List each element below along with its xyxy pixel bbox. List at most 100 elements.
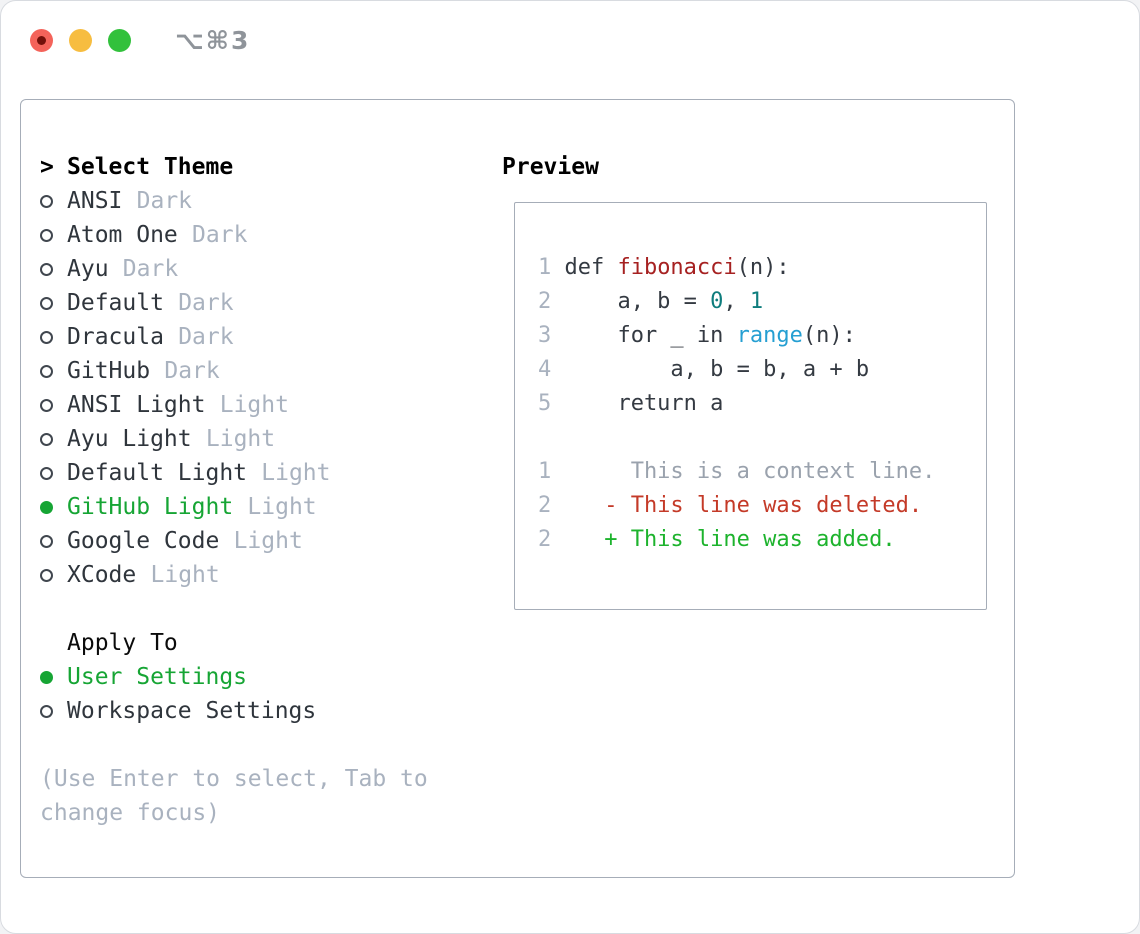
- radio-icon: [40, 500, 53, 514]
- code-token: a, b = b, a + b: [564, 357, 870, 382]
- option-variant-label: Dark: [192, 222, 248, 248]
- apply-to-title: Apply To: [67, 630, 178, 656]
- theme-option[interactable]: Default Dark: [40, 286, 428, 320]
- option-variant-label: Light: [219, 392, 289, 418]
- radio-icon: [40, 194, 53, 208]
- line-number: 1: [538, 255, 552, 280]
- theme-option[interactable]: Dracula Dark: [40, 320, 428, 354]
- code-token: 1: [749, 289, 764, 314]
- line-number: 3: [538, 323, 552, 348]
- code-token: def: [564, 255, 618, 280]
- radio-icon: [40, 398, 53, 412]
- option-variant-label: Dark: [178, 290, 234, 316]
- apply-option[interactable]: Workspace Settings: [40, 694, 428, 728]
- option-variant-label: Light: [205, 426, 276, 452]
- radio-icon: [40, 568, 53, 582]
- code-line: 2 + This line was added.: [538, 523, 986, 557]
- section-gap: [40, 592, 428, 626]
- radio-icon: [40, 228, 53, 242]
- code-token: This is a context line.: [564, 459, 936, 484]
- code-token: return a: [564, 391, 724, 416]
- line-number: 4: [538, 357, 552, 382]
- option-label: Workspace Settings: [67, 698, 317, 724]
- option-variant-label: Light: [233, 528, 303, 554]
- theme-option[interactable]: GitHub Dark: [40, 354, 428, 388]
- keyboard-hint: (Use Enter to select, Tab to change focu…: [40, 766, 428, 826]
- option-variant-label: Dark: [122, 256, 179, 282]
- close-dot-icon: [37, 36, 46, 45]
- option-variant-label: Light: [150, 562, 220, 588]
- radio-icon: [40, 466, 53, 480]
- theme-option[interactable]: XCode Light: [40, 558, 428, 592]
- code-token: range: [736, 323, 803, 348]
- window-title: ⌥⌘3: [175, 26, 251, 55]
- option-variant-label: Light: [247, 494, 317, 520]
- code-line: 2 - This line was deleted.: [538, 489, 986, 523]
- code-token: (n):: [736, 255, 790, 280]
- radio-icon: [40, 670, 53, 684]
- code-line: 4 a, b = b, a + b: [538, 353, 986, 387]
- code-line: 5 return a: [538, 387, 986, 421]
- option-label: Default: [67, 290, 164, 316]
- option-label: GitHub: [67, 358, 151, 384]
- option-variant-label: Dark: [178, 324, 234, 350]
- prompt-caret-icon: >: [40, 154, 54, 180]
- option-variant-label: Dark: [164, 358, 220, 384]
- option-label: Ayu Light: [67, 426, 192, 452]
- code-line: 2 a, b = 0, 1: [538, 285, 986, 319]
- code-token: + This line was added.: [564, 527, 896, 552]
- minimize-button-icon[interactable]: [69, 29, 92, 52]
- option-label: Default Light: [67, 460, 248, 486]
- radio-icon: [40, 534, 53, 548]
- option-label: Atom One: [67, 222, 178, 248]
- radio-icon: [40, 704, 53, 718]
- line-number: 2: [538, 527, 552, 552]
- code-token: ,: [723, 289, 750, 314]
- select-theme-header: > Select Theme: [40, 150, 428, 184]
- code-token: a, b =: [564, 289, 711, 314]
- code-line: 1 def fibonacci(n):: [538, 251, 986, 285]
- theme-option[interactable]: Ayu Dark: [40, 252, 428, 286]
- hint-gap: [40, 728, 428, 762]
- option-label: Ayu: [67, 256, 109, 282]
- radio-icon: [40, 262, 53, 276]
- zoom-button-icon[interactable]: [108, 29, 131, 52]
- option-variant-label: Dark: [136, 188, 193, 214]
- radio-icon: [40, 296, 53, 310]
- theme-option[interactable]: Google Code Light: [40, 524, 428, 558]
- close-button-icon[interactable]: [30, 29, 53, 52]
- option-label: Dracula: [67, 324, 164, 350]
- code-line: 1 This is a context line.: [538, 455, 986, 489]
- line-number: 2: [538, 493, 552, 518]
- code-token: 0: [710, 289, 724, 314]
- line-number: 5: [538, 391, 552, 416]
- code-line: 3 for _ in range(n):: [538, 319, 986, 353]
- select-theme-title: Select Theme: [67, 154, 234, 180]
- code-token: fibonacci: [617, 255, 737, 280]
- code-token: (n):: [802, 323, 856, 348]
- option-label: User Settings: [67, 664, 248, 690]
- code-line: [538, 421, 986, 455]
- theme-option[interactable]: Ayu Light Light: [40, 422, 428, 456]
- apply-to-header: Apply To: [40, 626, 428, 660]
- titlebar: ⌥⌘3: [30, 26, 250, 55]
- code-token: - This line was deleted.: [564, 493, 923, 518]
- line-number: 2: [538, 289, 552, 314]
- theme-option[interactable]: ANSI Light Light: [40, 388, 428, 422]
- apply-option[interactable]: User Settings: [40, 660, 428, 694]
- radio-icon: [40, 432, 53, 446]
- apply-list: User Settings Workspace Settings: [40, 660, 428, 728]
- line-number: 1: [538, 459, 552, 484]
- radio-icon: [40, 364, 53, 378]
- option-label: XCode: [67, 562, 137, 588]
- theme-option[interactable]: Atom One Dark: [40, 218, 428, 252]
- option-label: Google Code: [67, 528, 220, 554]
- option-label: ANSI Light: [67, 392, 206, 418]
